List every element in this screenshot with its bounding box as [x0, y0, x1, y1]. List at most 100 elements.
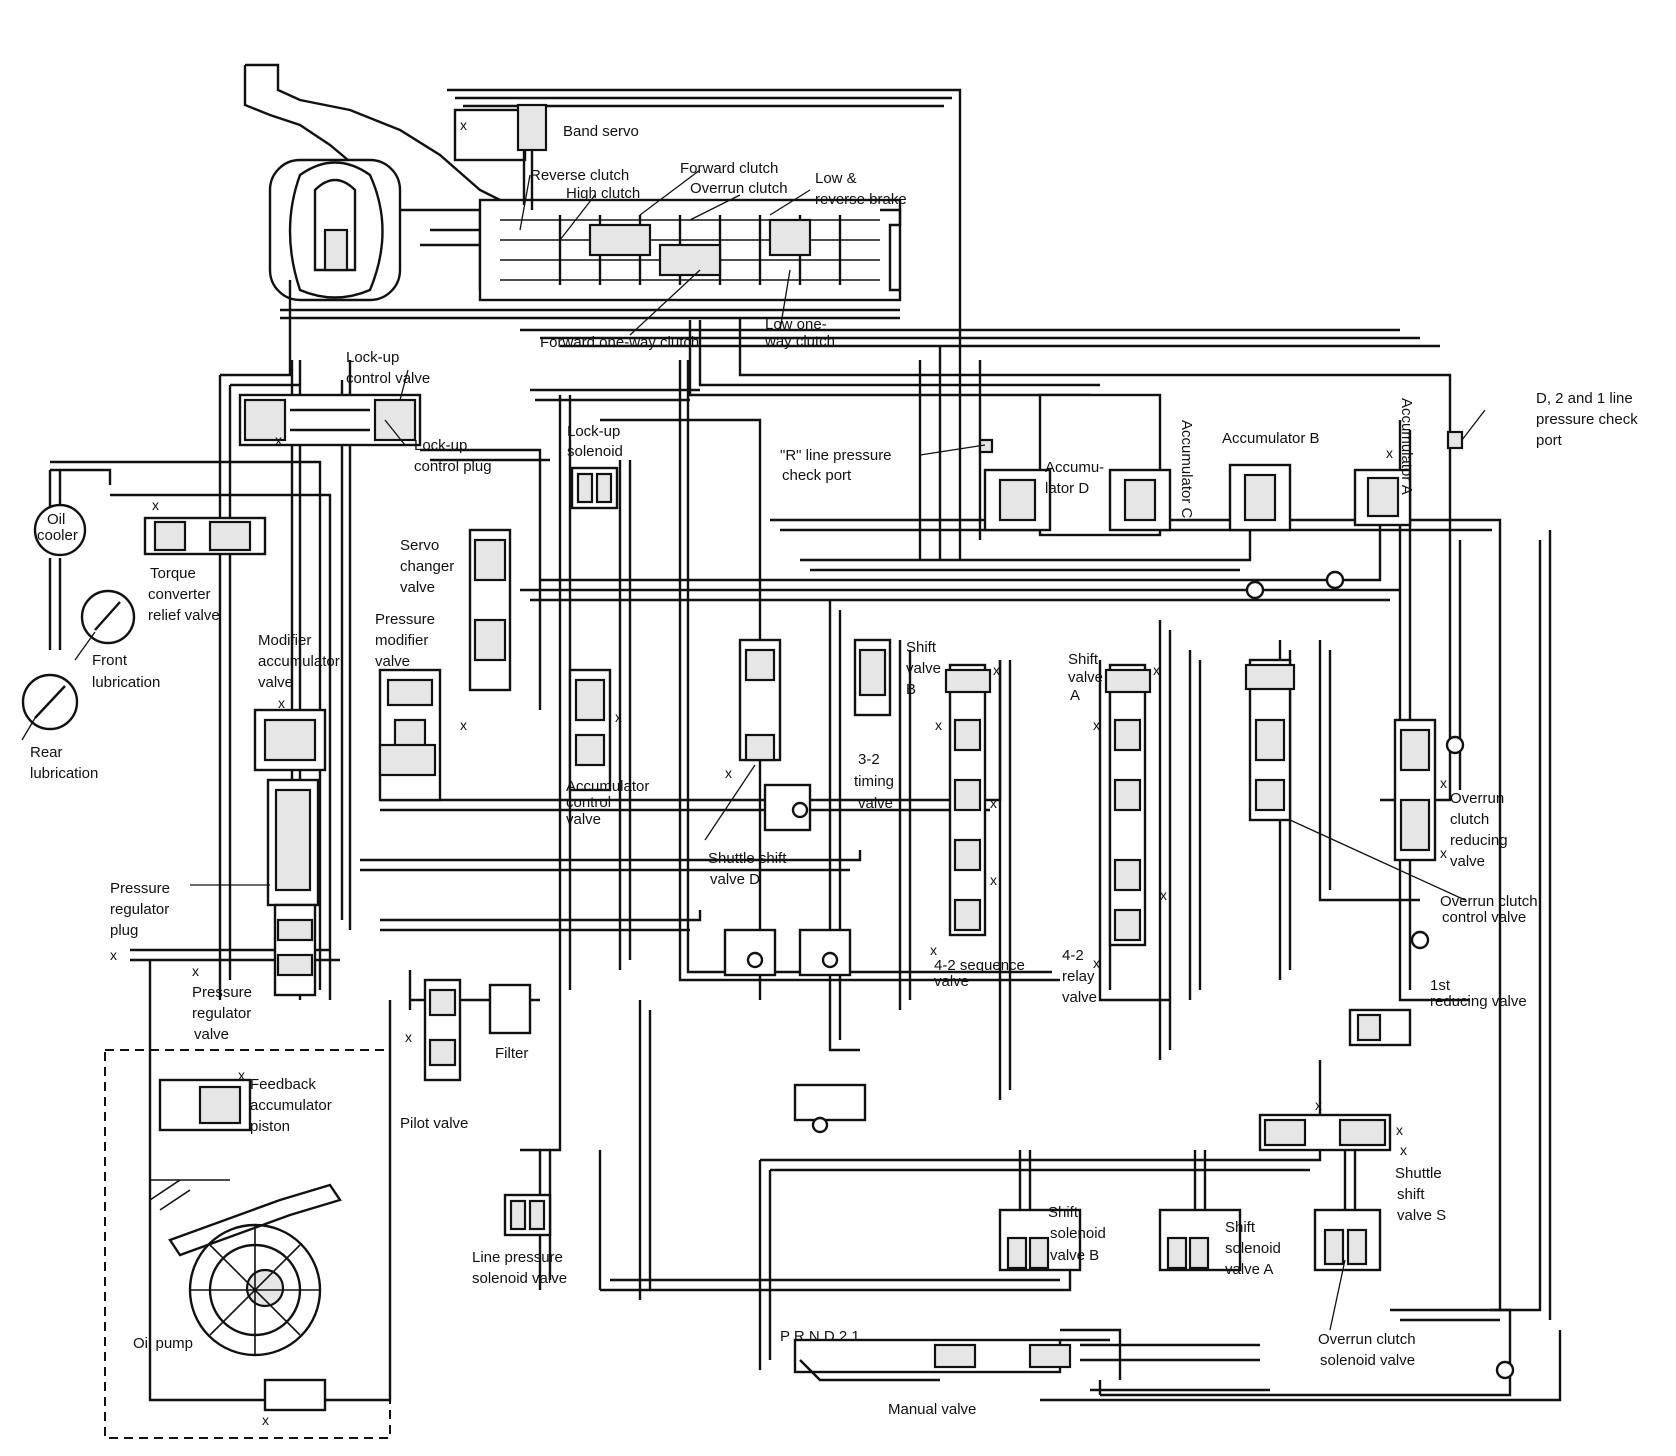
label-low-reverse-brake-2: reverse brake — [815, 191, 907, 208]
filter — [488, 983, 532, 1035]
svg-text:x: x — [278, 695, 285, 711]
label-r-line-pressure-2: check port — [782, 467, 852, 484]
label-lockup-control-valve-2: control valve — [346, 370, 430, 387]
shuttle-shift-valve-d: x — [725, 638, 782, 781]
label-forward-one-way-clutch: Forward one-way clutch — [540, 334, 699, 351]
band-servo: x — [447, 88, 962, 330]
label-lockup-solenoid-2: solenoid — [567, 443, 623, 460]
shift-valve-b: x x x x x — [930, 662, 1000, 958]
manual-valve — [793, 1338, 1270, 1392]
label-pr-valve-1: Pressure — [192, 984, 252, 1001]
label-high-clutch: High clutch — [566, 185, 640, 202]
line-pressure-solenoid — [503, 1193, 552, 1237]
svg-text:x: x — [1396, 1122, 1403, 1138]
pipe-network — [48, 280, 1562, 1402]
label-relay-42-2: relay — [1062, 968, 1095, 985]
label-lockup-solenoid-1: Lock-up — [567, 423, 620, 440]
label-pr-plug-1: Pressure — [110, 880, 170, 897]
label-timing-32-3: valve — [858, 795, 893, 812]
label-feedback-3: piston — [250, 1118, 290, 1135]
svg-text:x: x — [275, 432, 282, 448]
label-d21-port-2: pressure check — [1536, 411, 1638, 428]
transmission-case — [243, 63, 902, 320]
leader-lines — [21, 169, 1486, 1331]
oil-pump-assembly: x x — [104, 1049, 391, 1439]
oil-cooler — [33, 503, 87, 557]
label-relay-42-3: valve — [1062, 989, 1097, 1006]
label-reverse-clutch: Reverse clutch — [530, 167, 629, 184]
shift-valve-a: x x x x — [1093, 662, 1167, 971]
pressure-regulator: x x — [110, 778, 320, 997]
label-shuttle-s-3: valve S — [1397, 1207, 1446, 1224]
svg-text:x: x — [993, 662, 1000, 678]
label-accumulator-b: Accumulator B — [1222, 430, 1320, 447]
label-shuttle-d-1: Shuttle shift — [708, 850, 787, 867]
timing-valve-3-2 — [853, 638, 892, 717]
label-shift-valve-a-3: A — [1070, 687, 1080, 704]
label-filter: Filter — [495, 1045, 528, 1062]
label-overrun-clutch: Overrun clutch — [690, 180, 788, 197]
label-d21-port-3: port — [1536, 432, 1563, 449]
label-timing-32-2: timing — [854, 773, 894, 790]
overrun-clutch-reducing-valve: x x — [1393, 718, 1465, 862]
label-shift-valve-b-3: B — [906, 681, 916, 698]
svg-text:x: x — [1440, 775, 1447, 791]
svg-text:x: x — [1093, 955, 1100, 971]
label-shift-sol-a-2: solenoid — [1225, 1240, 1281, 1257]
label-shift-valve-a-2: valve — [1068, 669, 1103, 686]
label-torque-relief-2: converter — [148, 586, 211, 603]
label-overrun-reducing-3: reducing — [1450, 832, 1508, 849]
overrun-clutch-solenoid — [1313, 1150, 1382, 1272]
label-seq-42-1: 4-2 sequence — [934, 957, 1025, 974]
label-overrun-control-2: control valve — [1442, 909, 1526, 926]
label-low-one-way-clutch-2: way clutch — [764, 333, 835, 350]
label-lockup-control-plug-2: control plug — [414, 458, 492, 475]
servo-changer-valve: x — [460, 528, 512, 733]
label-pr-valve-2: regulator — [192, 1005, 251, 1022]
svg-text:x: x — [1160, 887, 1167, 903]
rear-lubrication — [21, 673, 79, 731]
label-oil-pump: Oil pump — [133, 1335, 193, 1352]
pressure-modifier-valve — [378, 668, 442, 802]
label-r-line-pressure-1: "R" line pressure — [780, 447, 892, 464]
label-overrun-sol-2: solenoid valve — [1320, 1352, 1415, 1369]
label-pr-plug-3: plug — [110, 922, 138, 939]
label-overrun-reducing-1: Overrun — [1450, 790, 1504, 807]
label-accumulator-c: Accumulator C — [1178, 420, 1195, 519]
shift-solenoid-a — [1158, 1150, 1242, 1272]
label-servo-changer-1: Servo — [400, 537, 439, 554]
svg-text:x: x — [1386, 445, 1393, 461]
label-d21-port-1: D, 2 and 1 line — [1536, 390, 1633, 407]
label-forward-clutch: Forward clutch — [680, 160, 778, 177]
label-modifier-acc-1: Modifier — [258, 632, 311, 649]
svg-text:x: x — [935, 717, 942, 733]
label-pr-valve-3: valve — [194, 1026, 229, 1043]
svg-text:x: x — [1400, 1142, 1407, 1158]
label-pilot-valve: Pilot valve — [400, 1115, 468, 1132]
svg-text:x: x — [930, 942, 937, 958]
label-accumulator-d-2: lator D — [1045, 480, 1089, 497]
label-relay-42-1: 4-2 — [1062, 947, 1084, 964]
labels: Band servo Reverse clutch High clutch Fo… — [30, 123, 1638, 1418]
label-acc-control-2: control — [566, 794, 611, 811]
svg-text:x: x — [460, 717, 467, 733]
label-shift-sol-b-3: valve B — [1050, 1247, 1099, 1264]
label-torque-relief-1: Torque — [150, 565, 196, 582]
lockup-solenoid — [570, 466, 619, 510]
label-feedback-1: Feedback — [250, 1076, 316, 1093]
svg-text:x: x — [725, 765, 732, 781]
label-low-reverse-brake-1: Low & — [815, 170, 857, 187]
overrun-clutch-control-valve — [1244, 658, 1296, 822]
accumulator-control-valve: x — [568, 668, 622, 792]
label-accumulator-d-1: Accumu- — [1045, 459, 1104, 476]
label-front-lub-2: lubrication — [92, 674, 160, 691]
svg-text:x: x — [262, 1412, 269, 1428]
label-reducing-1st-1: 1st — [1430, 977, 1451, 994]
svg-text:x: x — [1315, 1097, 1322, 1113]
label-timing-32-1: 3-2 — [858, 751, 880, 768]
modifier-accumulator-valve: x — [253, 695, 327, 772]
label-shift-valve-b-2: valve — [906, 660, 941, 677]
label-shift-valve-b-1: Shift — [906, 639, 937, 656]
label-servo-changer-3: valve — [400, 579, 435, 596]
label-shift-sol-a-3: valve A — [1225, 1261, 1273, 1278]
